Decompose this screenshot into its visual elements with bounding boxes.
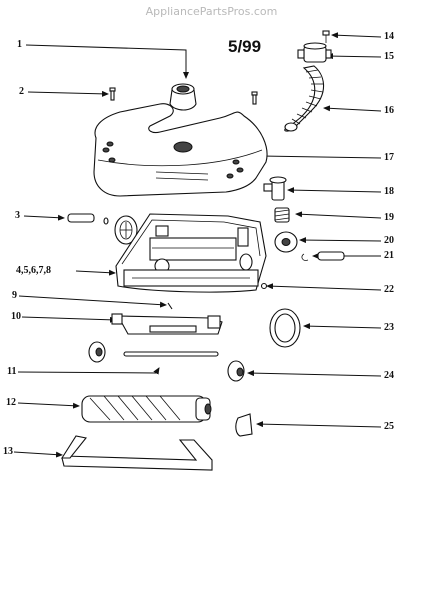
part-16-corrugated-hose	[284, 65, 325, 132]
part-4-8-base-housing	[115, 213, 267, 293]
part-3-axle	[67, 213, 109, 225]
callout-3: 3	[15, 210, 20, 221]
watermark: AppliancePartsPros.com	[145, 5, 278, 18]
callout-13: 13	[3, 446, 13, 457]
callout-12: 12	[6, 397, 16, 408]
part-22-clip	[260, 282, 268, 290]
part-9-screw	[167, 302, 173, 310]
left-end-cap	[88, 341, 106, 363]
part-10-bottom-plate	[111, 313, 223, 335]
part-19-spring	[274, 207, 290, 223]
callout-21: 21	[384, 250, 394, 261]
callout-20: 20	[384, 235, 394, 246]
part-11-rod	[123, 351, 219, 357]
diagram-date-code: 5/99	[228, 37, 262, 56]
callout-19: 19	[384, 212, 394, 223]
part-23-belt	[269, 308, 301, 348]
callout-15: 15	[384, 51, 394, 62]
callout-25: 25	[384, 421, 394, 432]
callout-9: 9	[12, 290, 17, 301]
callout-14: 14	[384, 31, 394, 42]
part-1-hose-fitting	[169, 83, 197, 111]
callout-18: 18	[384, 186, 394, 197]
part-17-nozzle-cover	[93, 103, 268, 197]
part-2-screw	[109, 87, 116, 101]
part-18-swivel-fitting	[263, 176, 287, 201]
part-21-axle	[301, 251, 345, 261]
callout-11: 11	[7, 366, 17, 377]
callout-17: 17	[384, 152, 394, 163]
part-15-hose-connector	[297, 42, 332, 63]
part-20-wheel	[274, 231, 298, 253]
left-wheel	[114, 215, 138, 245]
part-13-bumper-bar	[60, 435, 213, 471]
callout-22: 22	[384, 284, 394, 295]
callout-1: 1	[17, 39, 22, 50]
callout-24: 24	[384, 370, 394, 381]
part-25-bracket	[235, 413, 253, 437]
leader-lines	[13, 32, 382, 458]
part-12-brushroll	[81, 395, 212, 423]
callout-10: 10	[11, 311, 21, 322]
cover-screw	[251, 91, 258, 105]
callout-16: 16	[384, 105, 394, 116]
part-24-end-cap	[227, 360, 245, 382]
callout-2: 2	[19, 86, 24, 97]
part-14-screw	[322, 30, 330, 43]
callout-4-8: 4,5,6,7,8	[16, 265, 51, 276]
callout-23: 23	[384, 322, 394, 333]
